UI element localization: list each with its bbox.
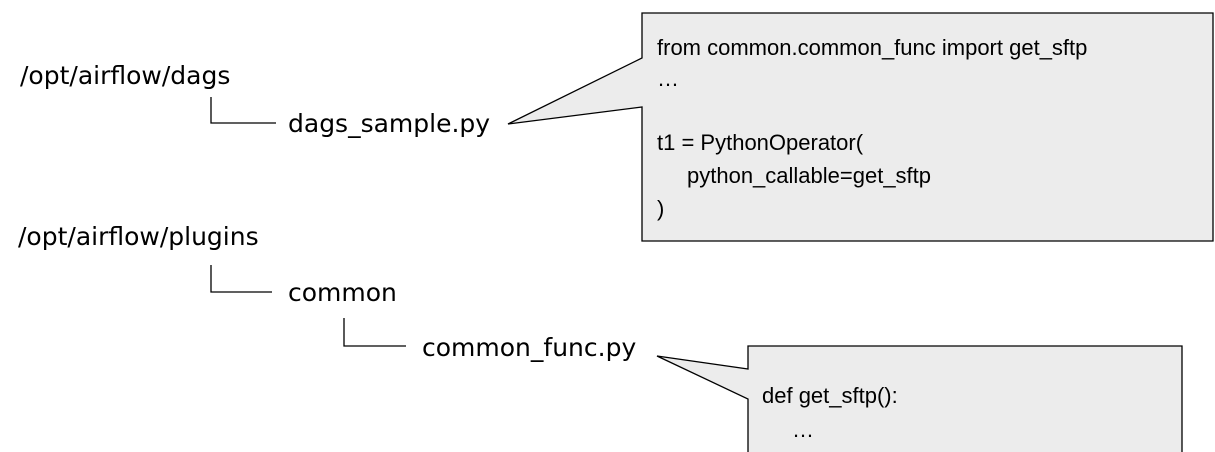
code-line-import: from common.common_func import get_sftp — [657, 35, 1087, 60]
dags-root-label: /opt/airflow/dags — [20, 61, 230, 90]
code-line-ellipsis: … — [657, 66, 679, 91]
code-line-body-ellipsis: … — [792, 417, 814, 442]
code-line-close-paren: ) — [657, 196, 664, 221]
tree-connector-common — [210, 265, 272, 293]
dags-sample-code-callout — [507, 12, 1214, 242]
tree-connector-dags-sample — [210, 97, 276, 124]
common-func-code-callout — [656, 345, 1183, 452]
plugins-root-label: /opt/airflow/plugins — [18, 222, 259, 251]
tree-connector-common-func — [343, 318, 406, 347]
code-line-operator: t1 = PythonOperator( — [657, 130, 864, 155]
code-line-def: def get_sftp(): — [762, 383, 898, 408]
common-func-file-label: common_func.py — [422, 333, 636, 362]
code-line-callable: python_callable=get_sftp — [687, 163, 931, 188]
dags-sample-file-label: dags_sample.py — [288, 109, 490, 138]
common-dir-label: common — [288, 278, 397, 307]
